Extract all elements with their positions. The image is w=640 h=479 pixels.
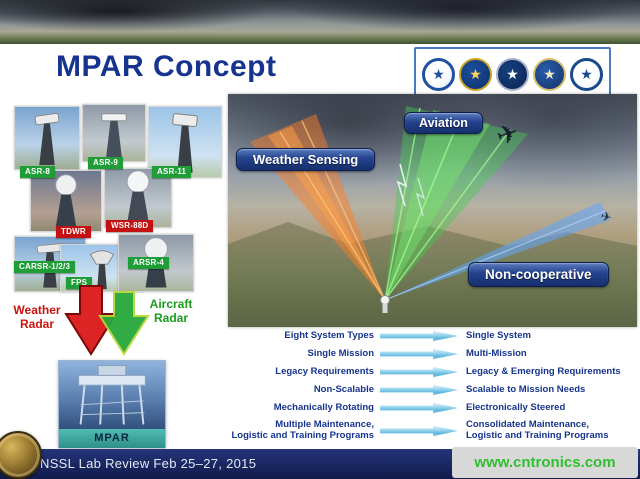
right-arrow-icon: [380, 366, 458, 378]
transition-from: Single Mission: [307, 347, 374, 359]
navy-seal-icon: ★: [533, 57, 566, 91]
weather-radar-label: Weather Radar: [13, 303, 61, 331]
weather-sensing-pill: Weather Sensing: [236, 148, 376, 171]
transition-to: Scalable to Mission Needs: [466, 383, 586, 395]
radar-label-wsr88d: WSR-88D: [106, 220, 154, 232]
radar-photo-tdwr: [30, 170, 102, 232]
radar-label-arsr4: ARSR-4: [128, 257, 169, 269]
transition-to: Consolidated Maintenance, Logistic and T…: [466, 419, 609, 441]
right-arrow-icon: [380, 384, 458, 396]
small-airplane-icon: ✈: [599, 208, 613, 225]
radar-tower-icon: [34, 112, 60, 166]
radar-dish-icon: [89, 250, 115, 290]
transition-from: Non-Scalable: [313, 383, 374, 395]
transition-row: Mechanically Rotating Electronically Ste…: [230, 402, 637, 414]
weather-down-arrow: [64, 285, 118, 356]
radar-photo-asr8: [14, 106, 80, 170]
mpar-array-image: [59, 361, 165, 429]
aviation-pill: Aviation: [404, 112, 483, 134]
mpar-label: MPAR: [59, 429, 165, 448]
transition-row: Eight System Types Single System: [230, 330, 637, 342]
mpar-photo: MPAR: [58, 360, 166, 448]
transition-row: Multiple Maintenance, Logistic and Train…: [230, 419, 637, 442]
phased-array-structure-icon: [78, 365, 146, 425]
radar-label-asr11: ASR-11: [152, 166, 192, 178]
faa-seal-icon: ★: [459, 57, 492, 91]
right-arrow-icon: [380, 402, 458, 414]
non-cooperative-beam: [384, 202, 610, 301]
right-arrow-icon: [380, 425, 458, 437]
transition-to: Electronically Steered: [466, 401, 566, 413]
lightning-icon: [396, 163, 408, 207]
right-arrow-icon: [380, 330, 458, 342]
transition-from: Mechanically Rotating: [273, 401, 374, 413]
radar-photo-asr9: [82, 104, 146, 162]
transition-to: Legacy & Emerging Requirements: [466, 365, 621, 377]
transitions-list: Eight System Types Single System Single …: [230, 330, 637, 448]
non-cooperative-pill: Non-cooperative: [468, 262, 609, 287]
transition-row: Non-Scalable Scalable to Mission Needs: [230, 384, 637, 396]
radar-tower-icon: [101, 113, 127, 158]
aviation-beam: [384, 106, 528, 301]
aircraft-down-arrow: [98, 291, 150, 356]
radar-label-carsr: CARSR-1/2/3: [14, 261, 76, 273]
footer-text: NSSL Lab Review Feb 25–27, 2015: [40, 456, 257, 471]
agency-logo-panel: ★ ★ ★ ★ ★: [414, 47, 611, 101]
transition-from: Legacy Requirements: [275, 365, 374, 377]
right-arrow-icon: [380, 348, 458, 360]
page-title: MPAR Concept: [56, 50, 277, 83]
nssl-medallion-icon: [0, 431, 42, 479]
lightning-icon: [415, 177, 426, 217]
radar-label-asr8: ASR-8: [20, 166, 56, 178]
radar-dome-tower-icon: [126, 170, 150, 224]
dhs-seal-icon: ★: [570, 57, 603, 91]
transition-from: Multiple Maintenance, Logistic and Train…: [231, 419, 374, 441]
radar-label-asr9: ASR-9: [88, 157, 124, 169]
transition-from: Eight System Types: [284, 329, 374, 341]
merge-arrows-icon: [64, 285, 150, 356]
transition-row: Single Mission Multi-Mission: [230, 348, 637, 360]
radar-coverage-scene: ✈ ✈ Aviation Weather Sensing Non-coopera…: [228, 94, 637, 327]
watermark-link: www.cntronics.com: [474, 454, 616, 471]
dod-seal-icon: ★: [496, 57, 529, 91]
mountain-silhouette: [228, 222, 637, 327]
transition-to: Single System: [466, 329, 531, 341]
radar-pedestal: [382, 304, 388, 313]
transition-row: Legacy Requirements Legacy & Emerging Re…: [230, 366, 637, 378]
radar-photo-wsr88d: [104, 168, 172, 228]
transition-to: Multi-Mission: [466, 347, 527, 359]
aircraft-radar-label: Aircraft Radar: [149, 297, 193, 325]
radar-dome-icon: [380, 295, 390, 305]
dot-seal-icon: ★: [422, 57, 455, 91]
radar-tower-icon: [172, 113, 198, 173]
watermark-badge: www.cntronics.com: [452, 447, 638, 478]
radar-label-tdwr: TDWR: [56, 226, 91, 238]
storm-photo-banner: [0, 0, 640, 44]
radar-dome-tower-icon: [55, 174, 77, 228]
